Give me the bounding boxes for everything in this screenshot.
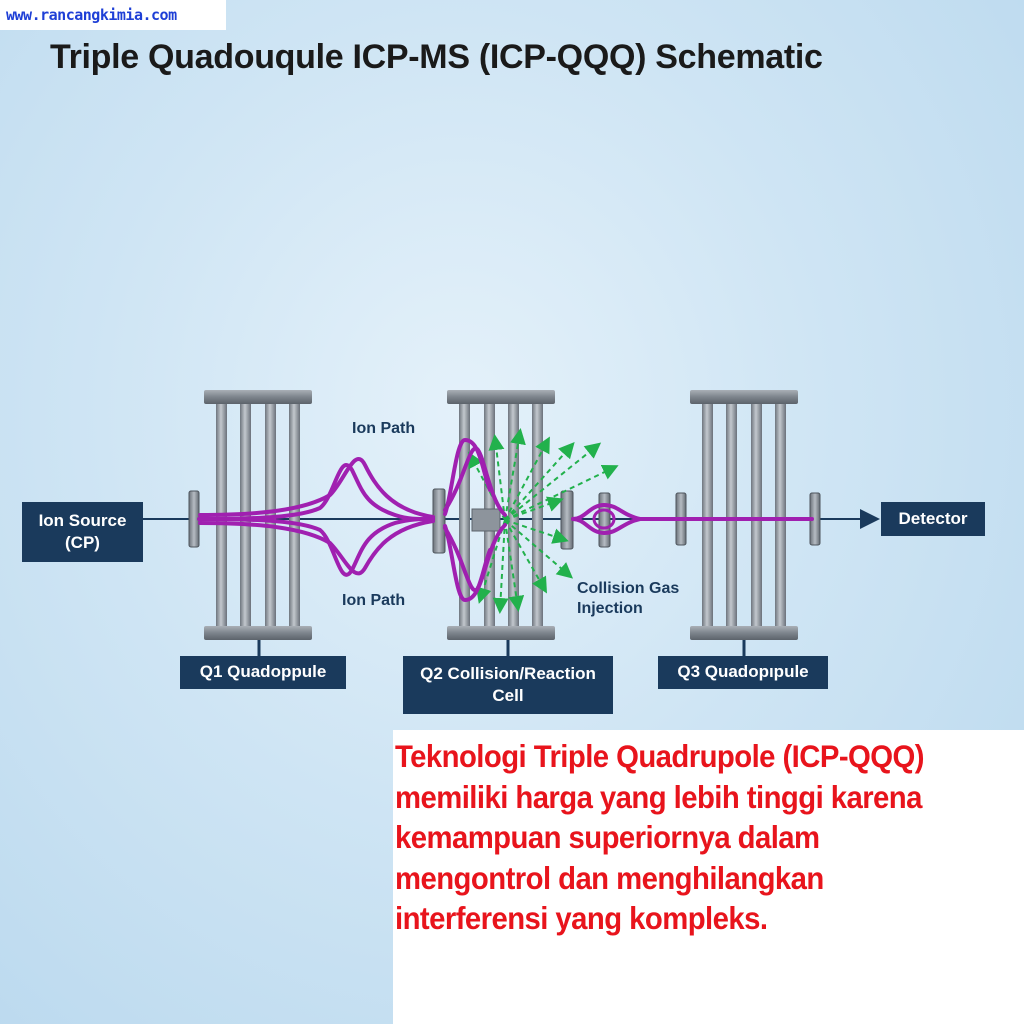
q2-label-line2: Cell — [492, 686, 524, 705]
q3-quadrupole — [690, 390, 798, 640]
page-title: Triple Quadouqule ICP-MS (ICP-QQQ) Schem… — [50, 38, 823, 76]
ion-source-label-line1: Ion Source — [38, 510, 127, 530]
caption-text: Teknologi Triple Quadrupole (ICP-QQQ) me… — [395, 738, 924, 936]
ion-source-label-line2: (CP) — [65, 533, 100, 552]
q3-label: Q3 Quadopıpule — [658, 656, 828, 689]
ion-source-label: Ion Source (CP) — [22, 502, 143, 562]
collision-gas-label-line1: Collision Gas — [577, 580, 680, 597]
watermark: www.rancangkimia.com — [0, 0, 226, 30]
ion-path-top-label: Ion Path — [352, 420, 416, 437]
q2-label-line1: Q2 Collision/Reaction — [420, 663, 596, 683]
ion-path-bottom-label: Ion Path — [342, 592, 406, 609]
caption-box: Teknologi Triple Quadrupole (ICP-QQQ) me… — [393, 730, 1024, 1024]
detector-label: Detector — [881, 502, 985, 536]
collision-gas-label-line2: Injection — [577, 600, 643, 617]
ion-path-beams — [197, 437, 814, 603]
q1-label: Q1 Quadoppule — [180, 656, 346, 689]
